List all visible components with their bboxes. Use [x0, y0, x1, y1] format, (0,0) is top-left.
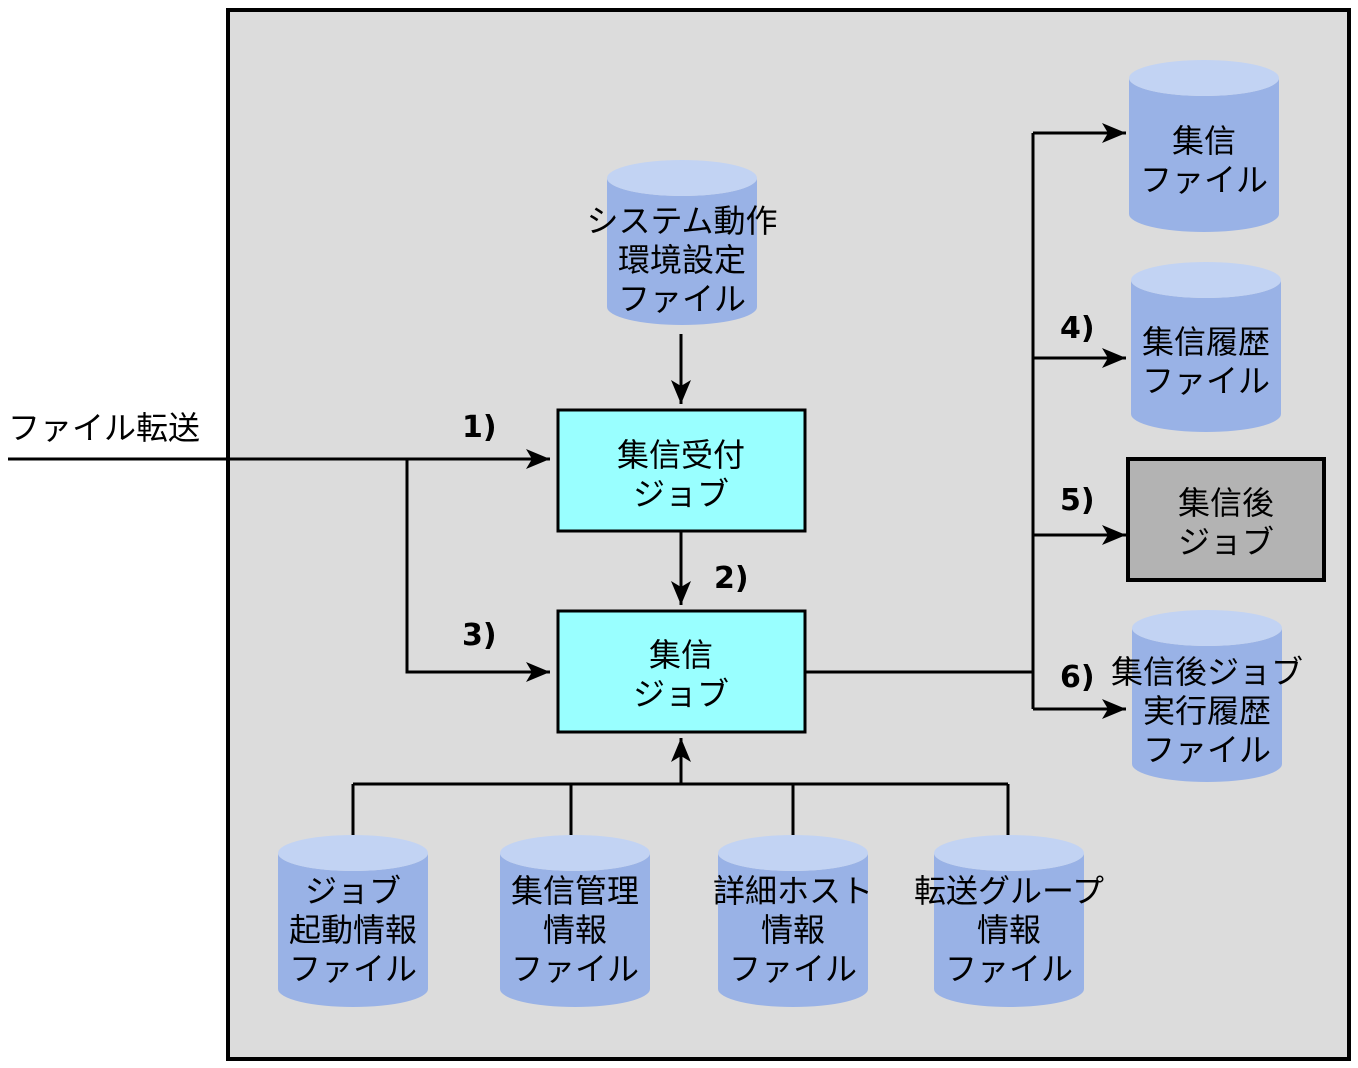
- transfer-group-info-file-body: [934, 853, 1084, 1007]
- receive-job-box: 集信受付 ジョブ: [556, 408, 807, 533]
- collect-file-label-line-2: ファイル: [1140, 161, 1268, 199]
- arrow-input-to-collect-job: [405, 459, 550, 682]
- step-2-label: 2): [714, 561, 749, 596]
- host-detail-info-file-label-line-1: 詳細ホスト: [713, 872, 873, 910]
- env-config-file-label-line-2: 環境設定: [618, 241, 746, 279]
- env-config-file-body: [607, 178, 757, 325]
- input-label: ファイル転送: [8, 409, 200, 447]
- post-job-history-file-label-line-3: ファイル: [1143, 731, 1271, 769]
- host-detail-info-file-body: [718, 853, 868, 1007]
- job-start-info-file-label-line-3: ファイル: [289, 950, 417, 988]
- host-detail-info-file-label-line-3: ファイル: [729, 950, 857, 988]
- job-start-info-file-top: [278, 835, 428, 871]
- collect-file-body: [1129, 78, 1279, 232]
- transfer-group-info-file-top: [934, 835, 1084, 871]
- receive-job-line-1: 集信受付: [617, 436, 745, 474]
- post-job-history-file-top: [1132, 610, 1282, 646]
- collect-history-file-top: [1131, 262, 1281, 298]
- job-start-info-file-body: [278, 853, 428, 1007]
- collect-history-file-label-line-2: ファイル: [1142, 362, 1270, 400]
- collect-mgmt-info-file-top: [500, 835, 650, 871]
- collect-file-label-line-1: 集信: [1172, 122, 1236, 160]
- env-config-file-label-line-3: ファイル: [618, 280, 746, 318]
- file-cylinders: システム動作環境設定ファイル集信ファイル集信履歴ファイル集信後ジョブ実行履歴ファ…: [278, 60, 1303, 1007]
- job-start-info-file-label-line-2: 起動情報: [289, 911, 417, 949]
- collect-history-file-label-line-1: 集信履歴: [1142, 323, 1270, 361]
- transfer-group-info-file-label-line-2: 情報: [977, 911, 1041, 949]
- collect-job-line-2: ジョブ: [633, 675, 729, 713]
- transfer-group-info-file-label-line-1: 転送グループ: [914, 872, 1104, 910]
- connectors: [8, 123, 1126, 835]
- collect-mgmt-info-file-label-line-3: ファイル: [511, 950, 639, 988]
- post-job-history-file-body: [1132, 628, 1282, 782]
- transfer-group-info-file-label-line-3: ファイル: [945, 950, 1073, 988]
- step-6-label: 6): [1060, 660, 1095, 695]
- collect-history-file-body: [1131, 280, 1281, 432]
- collect-mgmt-info-file-body: [500, 853, 650, 1007]
- collect-mgmt-info-file-label-line-2: 情報: [543, 911, 607, 949]
- step-5-label: 5): [1060, 483, 1095, 518]
- step-3-label: 3): [462, 618, 497, 653]
- host-detail-info-file-label-line-2: 情報: [761, 911, 825, 949]
- collect-job-box: 集信 ジョブ: [556, 609, 807, 734]
- post-job-line-1: 集信後: [1178, 484, 1274, 522]
- post-job-line-2: ジョブ: [1178, 523, 1274, 561]
- post-job-box: 集信後 ジョブ: [1126, 457, 1326, 582]
- host-detail-info-file-top: [718, 835, 868, 871]
- env-config-file-label-line-1: システム動作: [586, 202, 777, 240]
- post-job-history-file-label-line-2: 実行履歴: [1143, 692, 1271, 730]
- job-start-info-file-label-line-1: ジョブ: [305, 872, 401, 910]
- env-config-file-top: [607, 160, 757, 196]
- step-4-label: 4): [1060, 311, 1095, 346]
- step-1-label: 1): [462, 410, 497, 445]
- post-job-history-file-label-line-1: 集信後ジョブ: [1111, 653, 1303, 691]
- receive-job-line-2: ジョブ: [633, 475, 729, 513]
- collect-file-top: [1129, 60, 1279, 96]
- collect-mgmt-info-file-label-line-1: 集信管理: [511, 872, 639, 910]
- collect-job-line-1: 集信: [649, 636, 713, 674]
